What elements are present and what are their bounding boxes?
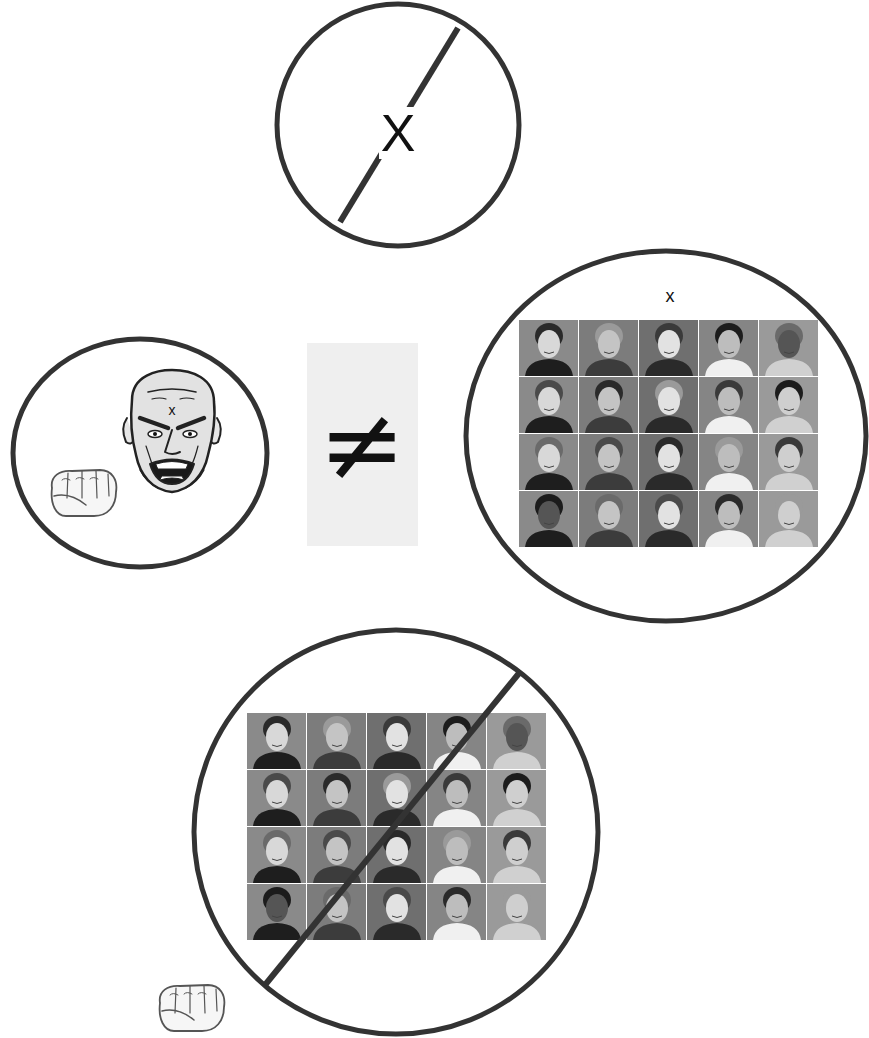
portrait-photo bbox=[759, 320, 818, 376]
symbol-letter: x bbox=[167, 403, 178, 417]
portrait-photo bbox=[247, 770, 306, 826]
portrait-photo bbox=[487, 713, 546, 769]
portrait-photo bbox=[699, 320, 758, 376]
symbol-letter: X bbox=[379, 107, 418, 159]
portrait-photo bbox=[579, 491, 638, 547]
group-circle: x bbox=[463, 248, 869, 624]
portrait-photo bbox=[487, 884, 546, 940]
not-equal-sign: ≠ bbox=[316, 392, 407, 496]
portrait-photo bbox=[759, 377, 818, 433]
symbol-letter: x bbox=[664, 287, 677, 305]
not-equal-panel: ≠ bbox=[307, 343, 418, 546]
portrait-photo bbox=[307, 713, 366, 769]
fist-sketch bbox=[52, 470, 117, 516]
circle-outline bbox=[10, 336, 270, 572]
portrait-grid bbox=[519, 320, 818, 547]
portrait-photo bbox=[579, 434, 638, 490]
portrait-photo bbox=[427, 827, 486, 883]
portrait-photo bbox=[519, 320, 578, 376]
portrait-photo bbox=[487, 770, 546, 826]
portrait-photo bbox=[247, 713, 306, 769]
portrait-photo bbox=[579, 377, 638, 433]
portrait-photo bbox=[699, 377, 758, 433]
portrait-photo bbox=[519, 377, 578, 433]
portrait-photo bbox=[699, 491, 758, 547]
portrait-photo bbox=[639, 491, 698, 547]
prohibition-circle bbox=[194, 630, 598, 1034]
crossed-circle: X bbox=[274, 0, 522, 250]
portrait-photo bbox=[247, 827, 306, 883]
portrait-photo bbox=[307, 770, 366, 826]
portrait-photo bbox=[639, 377, 698, 433]
portrait-photo bbox=[519, 491, 578, 547]
angry-face bbox=[123, 370, 221, 492]
fist-sketch bbox=[160, 985, 225, 1031]
portrait-photo bbox=[759, 491, 818, 547]
portrait-photo bbox=[519, 434, 578, 490]
portrait-photo bbox=[699, 434, 758, 490]
portrait-photo bbox=[367, 884, 426, 940]
prohibition-slash bbox=[265, 672, 520, 985]
portrait-photo bbox=[759, 434, 818, 490]
portrait-photo bbox=[367, 713, 426, 769]
portrait-photo bbox=[639, 434, 698, 490]
portrait-photo bbox=[247, 884, 306, 940]
portrait-photo bbox=[367, 827, 426, 883]
portrait-photo bbox=[487, 827, 546, 883]
portrait-photo bbox=[307, 884, 366, 940]
portrait-photo bbox=[639, 320, 698, 376]
portrait-photo bbox=[579, 320, 638, 376]
portrait-photo bbox=[427, 884, 486, 940]
individual-circle: x bbox=[10, 336, 270, 572]
